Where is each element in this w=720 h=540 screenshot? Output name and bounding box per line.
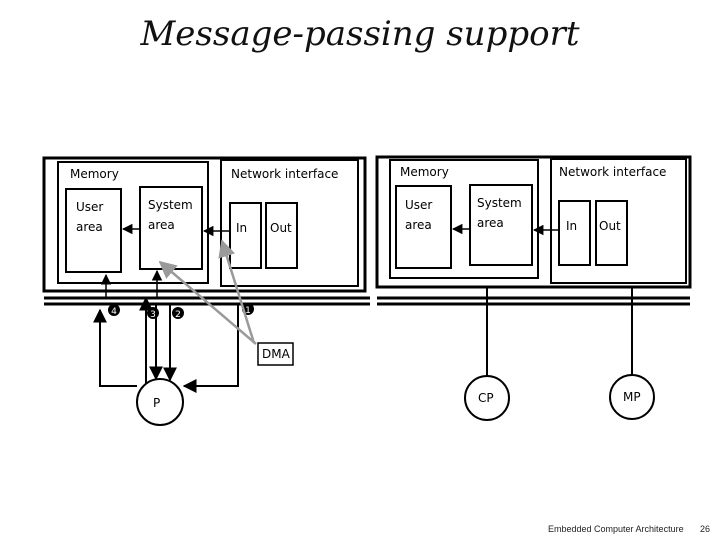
cp-label: CP (478, 391, 494, 405)
right-user-area-label-2: area (405, 218, 432, 232)
right-network-interface-label: Network interface (559, 165, 666, 179)
right-user-area-box (395, 185, 452, 269)
right-system-area-box (469, 184, 533, 266)
dma-to-system-area-arrow (158, 260, 257, 345)
p-to-bus-arrow-4 (93, 308, 137, 387)
left-memory-box (57, 161, 209, 284)
right-memory-label: Memory (400, 165, 449, 179)
dma-to-network-in-arrow (218, 239, 256, 344)
right-node-frame (375, 155, 692, 289)
right-system-area-label-1: System (477, 196, 522, 210)
step-badge-2: 2 (172, 307, 184, 320)
right-in-buffer (558, 200, 591, 266)
dma-box (257, 342, 294, 366)
left-memory-label: Memory (70, 167, 119, 181)
right-memory-box (389, 159, 539, 279)
bus-to-p-arrow-1 (182, 304, 239, 393)
step-badge-3: 3 (147, 307, 159, 320)
svg-text:1: 1 (245, 306, 251, 316)
step-badge-4: 4 (108, 304, 120, 317)
right-user-area-label-1: User (405, 198, 432, 212)
right-in-label: In (566, 219, 577, 233)
left-system-area-label-1: System (148, 198, 193, 212)
left-node: Memory User area System area Network int… (42, 156, 367, 293)
left-user-area-box (65, 188, 122, 273)
left-node-frame (42, 156, 367, 293)
left-network-interface-label: Network interface (231, 167, 338, 181)
left-user-area-label-1: User (76, 200, 103, 214)
svg-text:4: 4 (111, 307, 117, 317)
left-system-area-label-2: area (148, 218, 175, 232)
left-in-buffer (229, 202, 262, 269)
left-in-label: In (236, 221, 247, 235)
svg-text:3: 3 (150, 310, 156, 320)
footer-text: Embedded Computer Architecture (548, 524, 684, 534)
left-network-interface-box (220, 159, 359, 287)
page-number: 26 (700, 524, 711, 534)
cp-node (464, 375, 510, 421)
right-network-interface-box (550, 158, 687, 284)
left-user-area-label-2: area (76, 220, 103, 234)
right-node: Memory User area System area Network int… (375, 155, 692, 289)
dma-label: DMA (262, 347, 291, 361)
right-out-buffer (595, 200, 628, 266)
mp-node (609, 374, 655, 420)
processor-p-label: P (153, 396, 160, 410)
mp-label: MP (623, 390, 641, 404)
left-out-label: Out (270, 221, 292, 235)
slide-title: Message-passing support (140, 14, 580, 54)
svg-text:2: 2 (175, 310, 181, 320)
right-system-area-label-2: area (477, 216, 504, 230)
left-out-buffer (265, 202, 298, 269)
right-out-label: Out (599, 219, 621, 233)
